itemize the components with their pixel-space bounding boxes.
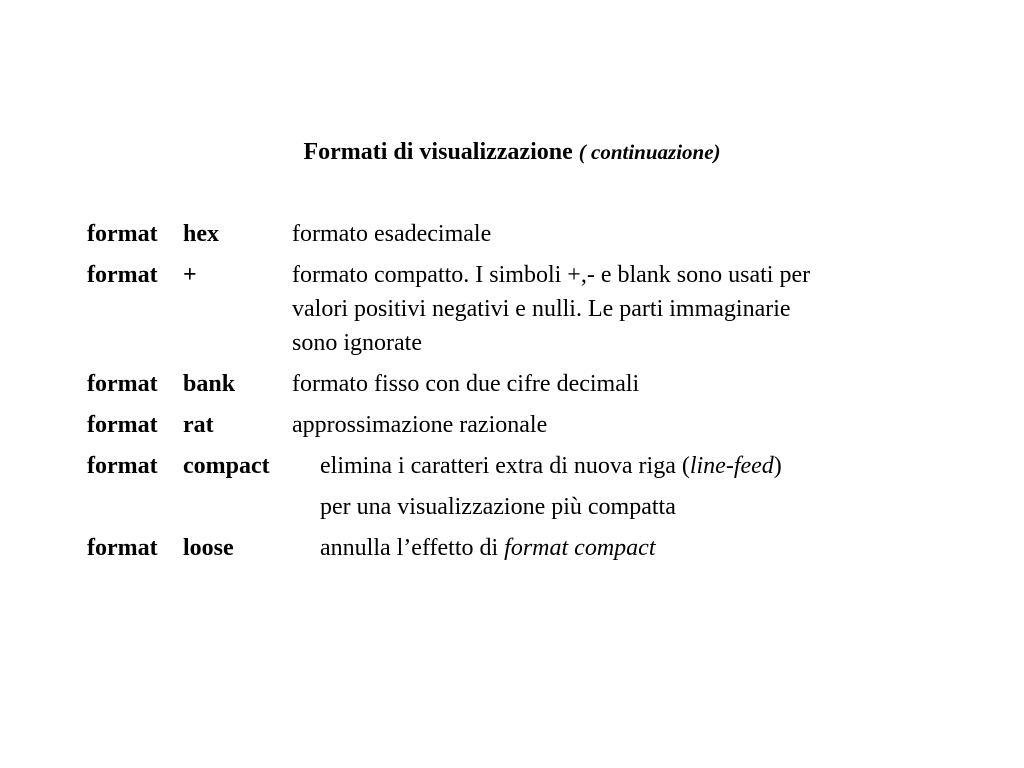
command-keyword: format bbox=[87, 371, 158, 397]
entry-description-line-2: per una visualizzazione più compatta bbox=[320, 494, 676, 520]
entry-description: approssimazione razionale bbox=[292, 412, 548, 438]
title-subtitle: ( continuazione) bbox=[578, 140, 721, 164]
command-label: format loose bbox=[87, 531, 234, 565]
command-keyword: format bbox=[87, 262, 158, 288]
command-argument: hex bbox=[183, 221, 219, 247]
command-label: format rat bbox=[87, 408, 214, 442]
command-keyword: format bbox=[87, 221, 158, 247]
command-label: format hex bbox=[87, 217, 219, 251]
command-label: format bank bbox=[87, 367, 235, 401]
command-keyword: format bbox=[87, 535, 158, 561]
entry-description-line-3: sono ignorate bbox=[292, 330, 422, 356]
command-argument: + bbox=[183, 262, 197, 288]
title-main: Formati di visualizzazione bbox=[303, 139, 573, 165]
entry-description-line-1: elimina i caratteri extra di nuova riga … bbox=[320, 453, 782, 479]
command-keyword: format bbox=[87, 453, 158, 479]
command-label: format + bbox=[87, 258, 197, 292]
command-argument: bank bbox=[183, 371, 236, 397]
entry-description-line-1: formato compatto. I simboli +,- e blank … bbox=[292, 262, 811, 288]
entry-description: formato esadecimale bbox=[292, 221, 492, 247]
command-argument: compact bbox=[183, 453, 270, 479]
entry-description: formato fisso con due cifre decimali bbox=[292, 371, 640, 397]
format-compact-term: format compact bbox=[504, 535, 656, 561]
entry-description-line-2: valori positivi negativi e nulli. Le par… bbox=[292, 296, 791, 322]
command-keyword: format bbox=[87, 412, 158, 438]
command-argument: loose bbox=[183, 535, 234, 561]
command-label: format compact bbox=[87, 449, 270, 483]
line-feed-term: line-feed bbox=[689, 453, 774, 479]
entry-description: annulla l’effetto di format compact bbox=[320, 535, 656, 561]
slide-title: Formati di visualizzazione ( continuazio… bbox=[0, 135, 1024, 169]
command-argument: rat bbox=[183, 412, 214, 438]
